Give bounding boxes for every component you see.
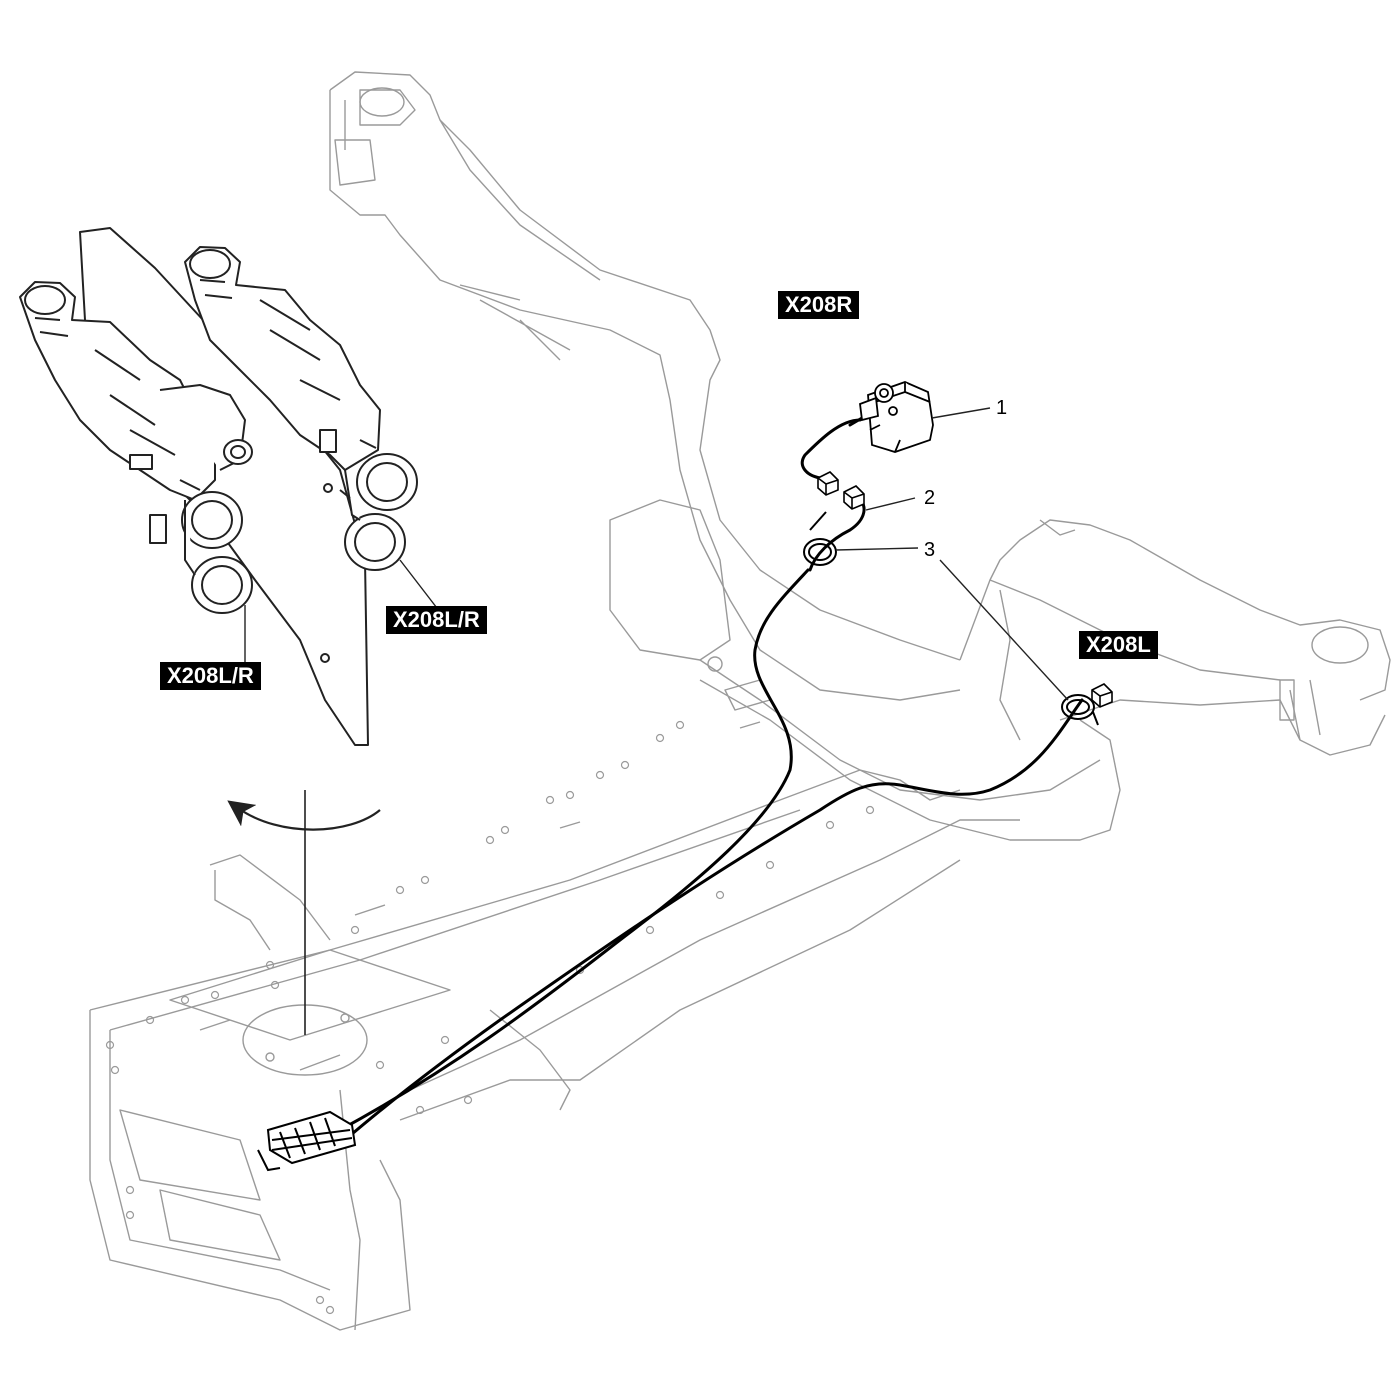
harness-cables	[338, 416, 1084, 1142]
connector-label-x208l: X208L	[1079, 631, 1158, 659]
sensor-part	[859, 381, 934, 453]
valve-assembly	[19, 227, 418, 746]
cable-tie-lower	[1061, 694, 1099, 726]
callout-1: 1	[996, 397, 1008, 419]
rotation-arrow-icon	[227, 800, 381, 831]
frame-connector-block	[257, 1110, 357, 1172]
frame-holes	[105, 720, 875, 1315]
connector-label-x208lr-upper: X208L/R	[386, 606, 487, 634]
leader-lines	[244, 407, 1069, 701]
connector-label-x208r: X208R	[778, 291, 860, 319]
connector-plugs	[817, 471, 1113, 708]
callout-3: 3	[924, 539, 936, 561]
front-axle	[329, 71, 1391, 841]
main-frame	[89, 721, 1020, 1331]
connector-label-x208lr-lower: X208L/R	[160, 662, 261, 690]
callout-2: 2	[924, 487, 936, 509]
cable-tie-upper	[803, 511, 837, 566]
